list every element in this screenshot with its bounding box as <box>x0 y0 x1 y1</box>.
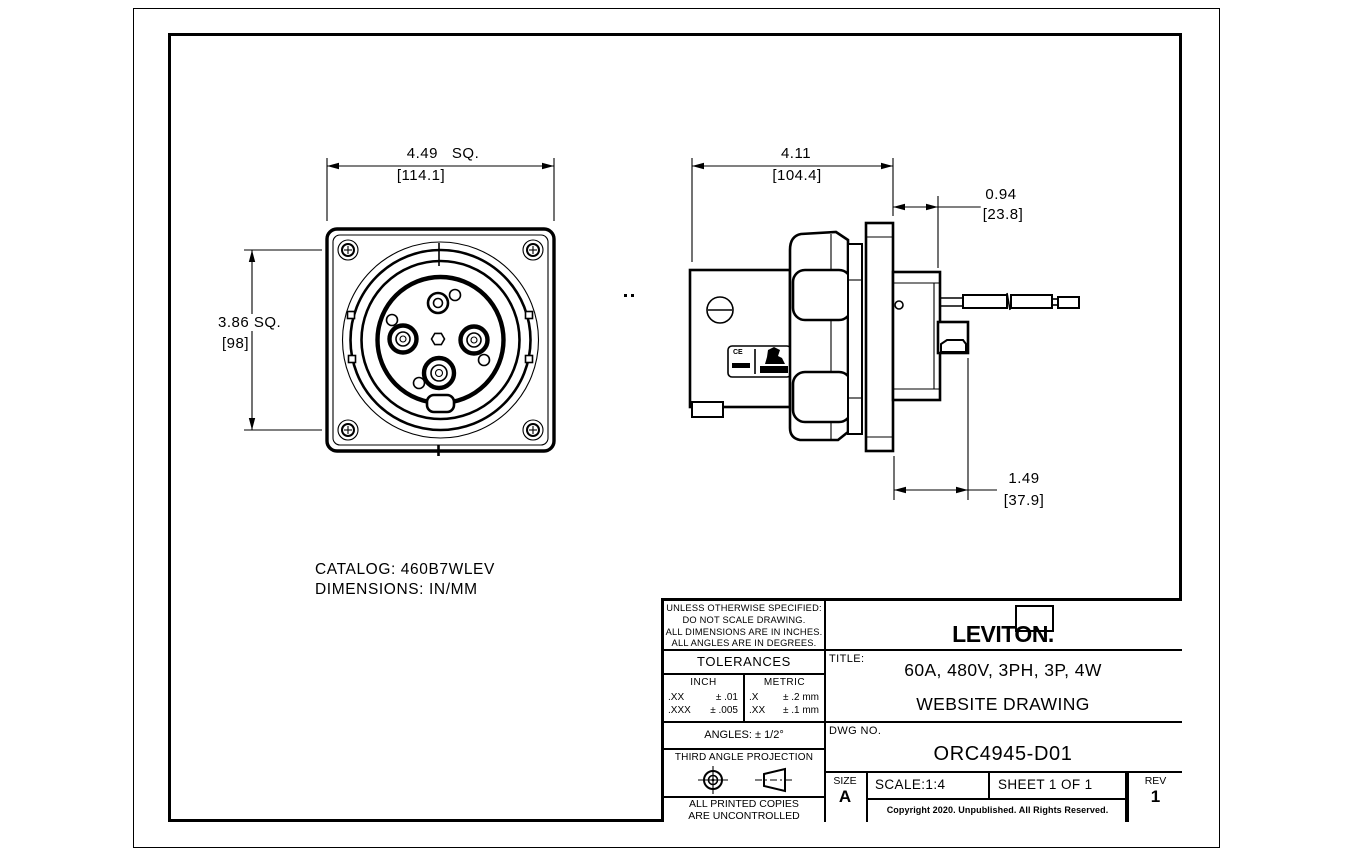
latch-slot <box>346 310 356 320</box>
corner-screw <box>522 419 544 441</box>
cover-screw <box>706 296 734 324</box>
index-hole <box>448 288 462 302</box>
reference-dots <box>624 294 627 297</box>
drawing-title-line2: WEBSITE DRAWING <box>916 694 1090 714</box>
latch-slot <box>347 354 357 364</box>
dim-side-shroud-mm: [37.9] <box>1001 492 1047 509</box>
corner-screw <box>522 239 544 261</box>
terminal-tab <box>936 320 970 355</box>
dim-front-width-mm: [114.1] <box>394 167 448 184</box>
dwg-cell: DWG NO. ORC4945-D01 <box>824 723 1182 773</box>
corner-screw <box>337 419 359 441</box>
dim-side-shroud-in: 1.49 <box>1006 470 1042 487</box>
dim-front-height-mm: [98] <box>220 335 252 352</box>
angles-tolerance: ANGLES: ± 1/2° <box>664 723 824 750</box>
wire-leads <box>940 292 1080 311</box>
third-angle-projection-symbol <box>698 766 794 794</box>
back-box <box>688 268 792 409</box>
clamp-wing-bottom <box>791 370 853 424</box>
rev-cell: REV 1 <box>1127 773 1182 822</box>
sheet-outer-border <box>133 8 1220 848</box>
leviton-logo: LEVITON. <box>952 621 1054 647</box>
dim-side-depth-in: 4.11 <box>778 145 814 162</box>
catalog-number: CATALOG: 460B7WLEV <box>315 561 495 578</box>
shroud <box>891 270 942 402</box>
keyway-notch <box>425 393 456 414</box>
pin-ground <box>426 291 450 315</box>
corner-screw <box>337 239 359 261</box>
front-view <box>325 227 556 456</box>
projection-circle-icon <box>698 766 728 794</box>
projection-cone-icon <box>755 767 794 793</box>
ce-mark: CE <box>733 349 743 356</box>
index-hole <box>477 353 491 367</box>
dim-side-depth-mm: [104.4] <box>770 167 824 184</box>
certification-label <box>727 345 792 378</box>
rev-value: 1 <box>1150 787 1161 806</box>
size-value: A <box>838 787 852 806</box>
projection-cell: THIRD ANGLE PROJECTION <box>664 750 824 798</box>
brand-cell: LEVITON. <box>824 601 1182 651</box>
clamp-wing-top <box>791 268 853 322</box>
pin-bottom <box>421 355 457 391</box>
size-cell: SIZE A <box>824 773 868 822</box>
printed-copies-note: ALL PRINTED COPIES ARE UNCONTROLLED <box>688 798 800 822</box>
center-hex <box>430 332 446 346</box>
dim-front-height-in: 3.86 SQ. <box>216 314 284 331</box>
dwg-label: DWG NO. <box>829 725 882 737</box>
pin-left <box>387 323 419 355</box>
index-hole <box>412 376 426 390</box>
dim-side-front-in: 0.94 <box>983 186 1019 203</box>
tolerance-metric: METRIC .X± .2 mm .XX± .1 mm <box>745 675 824 723</box>
catalog-units: DIMENSIONS: IN/MM <box>315 581 478 598</box>
index-hole <box>385 313 399 327</box>
scale-value: SCALE:1:4 <box>868 773 990 798</box>
sheet-value: SHEET 1 OF 1 <box>998 777 1093 792</box>
leviton-logo-square <box>1015 605 1054 632</box>
side-view <box>688 221 1080 453</box>
drawing-title-line1: 60A, 480V, 3PH, 3P, 4W <box>904 660 1102 680</box>
scale-sheet-block: SCALE:1:4 SHEET 1 OF 1 Copyright 2020. U… <box>868 773 1127 822</box>
title-cell: TITLE: 60A, 480V, 3PH, 3P, 4W WEBSITE DR… <box>824 651 1182 723</box>
dim-side-front-mm: [23.8] <box>980 206 1026 223</box>
dimension-lines <box>244 158 997 500</box>
flange-plate <box>864 221 895 453</box>
dim-front-width-in: 4.49 SQ. <box>404 145 482 162</box>
general-notes: UNLESS OTHERWISE SPECIFIED: DO NOT SCALE… <box>664 601 824 651</box>
latch-slot <box>524 354 534 364</box>
title-label: TITLE: <box>829 653 865 665</box>
title-block: UNLESS OTHERWISE SPECIFIED: DO NOT SCALE… <box>661 598 1182 822</box>
tolerances-header: TOLERANCES <box>664 651 824 675</box>
certification-marks <box>760 347 788 373</box>
latch-slot <box>524 310 534 320</box>
drawing-number: ORC4945-D01 <box>933 743 1073 765</box>
tolerance-inch: INCH .XX± .01 .XXX± .005 <box>664 675 745 723</box>
housing-rings <box>341 241 540 439</box>
pin-right <box>458 324 490 356</box>
back-box-foot <box>691 401 724 418</box>
copyright-note: Copyright 2020. Unpublished. All Rights … <box>868 798 1125 822</box>
